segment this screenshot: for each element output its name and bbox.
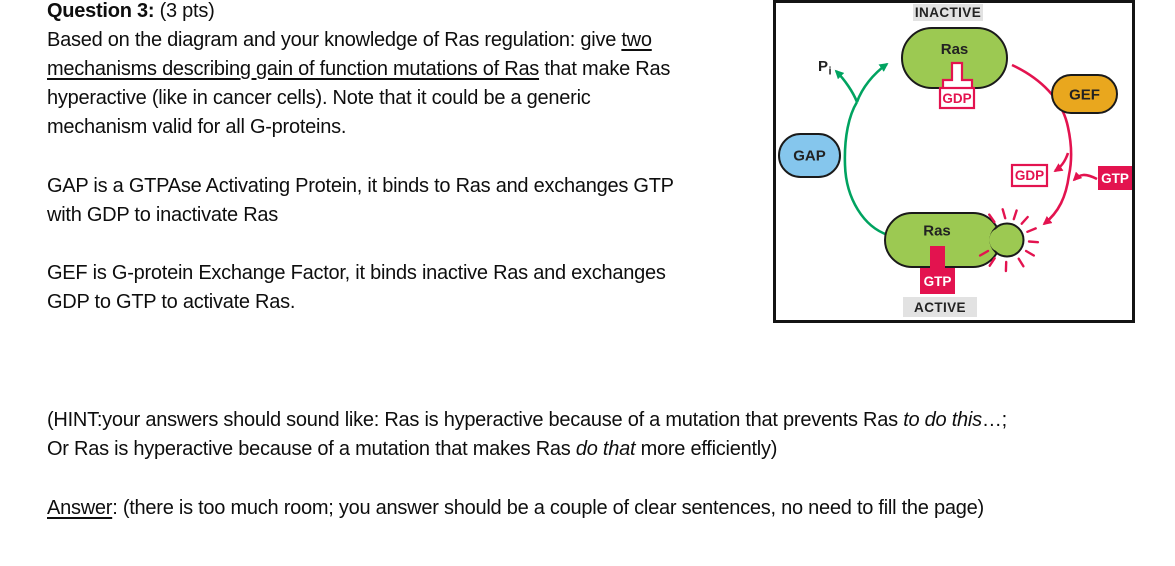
active-label-bg [903,297,977,317]
gtp-free-text: GTP [1101,171,1129,186]
inactive-label-text: INACTIVE [915,5,981,20]
gdp-released-box [1010,163,1049,188]
gtp-bound-box [920,268,955,294]
gdp-bound-box [938,86,976,110]
ras-cycle-diagram: Ras GDP INACTIVE P i GAP GEF GDP GTP [773,0,1135,323]
gdp-bound-text: GDP [942,91,971,106]
phosphate-release-arrow [834,69,859,103]
hint-answer-block: (HINT:your answers should sound like: Ra… [47,406,1007,523]
gtp-bound-text: GTP [924,274,952,289]
gtp-plug-stem [930,246,945,270]
gef-blob [1051,74,1118,114]
phosphate-subscript-text: i [829,66,832,78]
gef-exchange-arrow [1011,63,1073,226]
hint-paragraph: (HINT:your answers should sound like: Ra… [47,409,1007,460]
gtp-loading-arrow [1072,171,1098,182]
question-text-block: Question 3: (3 pts)Based on the diagram … [47,0,674,317]
gap-hydrolysis-arrow [843,101,889,237]
gap-definition-paragraph: GAP is a GTPAse Activating Protein, it b… [47,175,674,226]
question-paragraph: Question 3: (3 pts)Based on the diagram … [47,0,671,138]
gtp-free-box [1098,166,1132,190]
ras-active-text: Ras [923,223,951,240]
to-inactive-ras-arrow [855,62,889,103]
gef-definition-paragraph: GEF is G-protein Exchange Factor, it bin… [47,262,666,313]
active-label-text: ACTIVE [914,300,966,315]
gdp-release-arrow [1053,152,1070,173]
answer-paragraph: Answer: (there is too much room; you ans… [47,497,984,519]
ras-cycle-svg: Ras GDP INACTIVE P i GAP GEF GDP GTP [778,4,1132,317]
inactive-label-bg [913,4,983,21]
ras-inactive-text: Ras [941,41,969,58]
knob-neck [989,229,1006,251]
gap-blob [778,133,841,178]
gdp-released-text: GDP [1015,168,1044,183]
gap-text: GAP [793,148,826,165]
gef-text: GEF [1069,87,1100,104]
activation-rays-icon [978,208,1040,273]
phosphate-text: P [818,58,828,75]
